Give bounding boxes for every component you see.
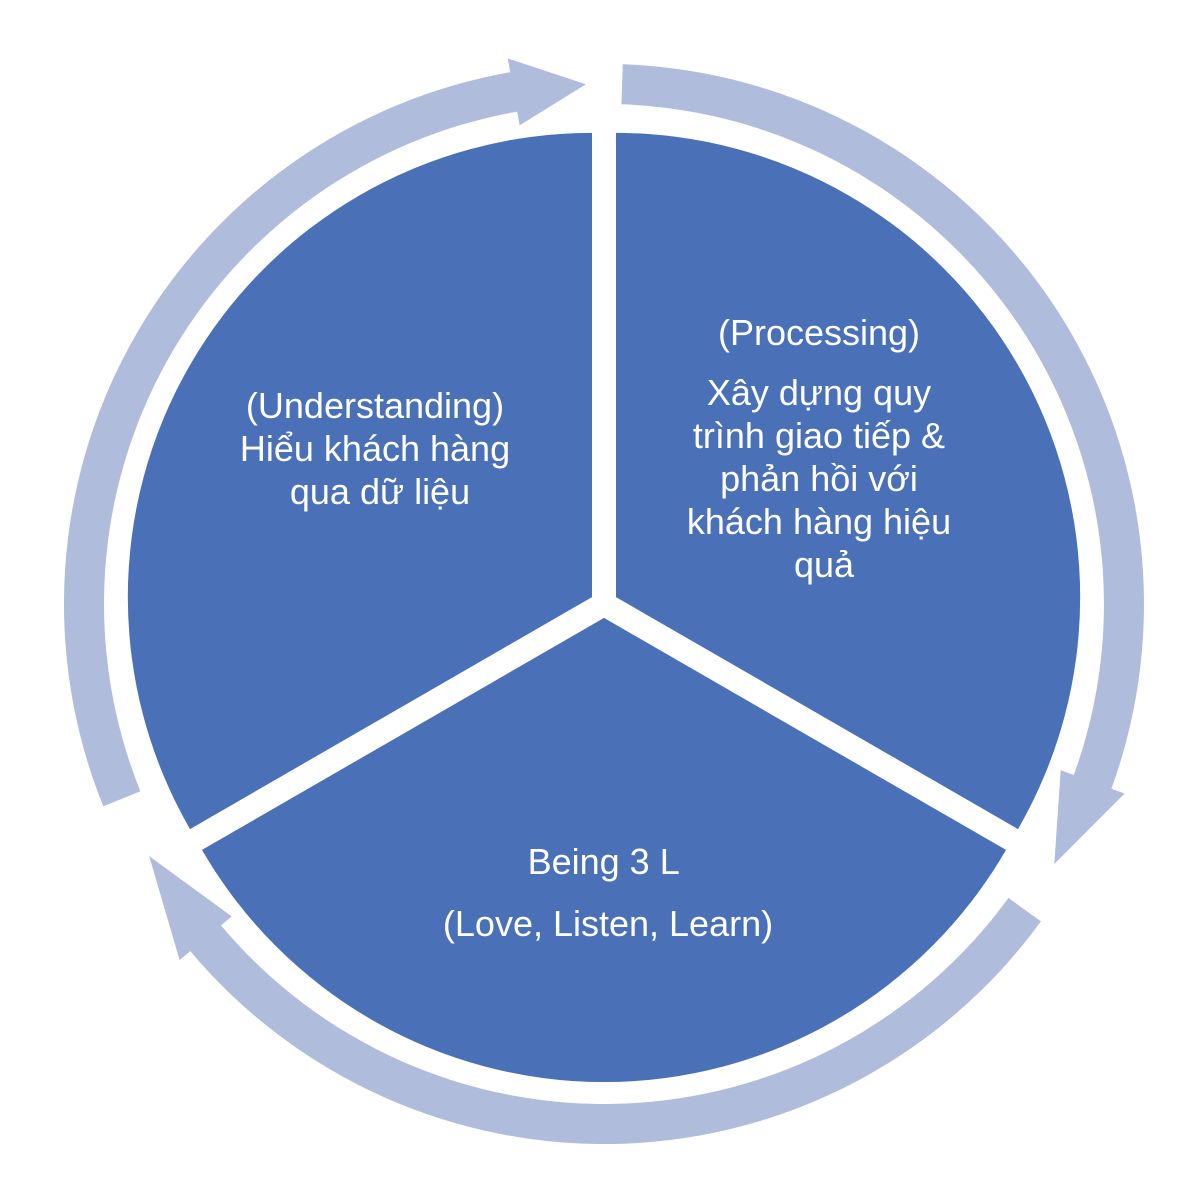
segment-processing xyxy=(616,132,1081,830)
segment-processing-line: trình giao tiếp & xyxy=(693,415,945,456)
segment-understanding-line: Hiểu khách hàng xyxy=(240,428,510,469)
segment-understanding-label: (Understanding) Hiểu khách hàng qua dữ l… xyxy=(240,385,520,512)
segment-processing-line: quả xyxy=(794,544,855,585)
segment-understanding xyxy=(127,132,593,830)
segment-processing-label: (Processing) Xây dựng quy trình giao tiế… xyxy=(687,312,961,585)
segment-processing-line: khách hàng hiệu xyxy=(687,501,951,542)
segment-processing-line: phản hồi với xyxy=(720,458,918,499)
cycle-arrow-being-to-understanding xyxy=(149,856,1041,1145)
segment-processing-line: (Processing) xyxy=(718,312,920,353)
segment-being-3l-label: Being 3 L (Love, Listen, Learn) xyxy=(443,841,773,944)
cycle-arrow-processing-to-being xyxy=(621,64,1144,865)
cycle-arrow-understanding-to-processing xyxy=(63,58,586,807)
segment-being-3l-line: (Love, Listen, Learn) xyxy=(443,903,773,944)
segment-understanding-line: (Understanding) xyxy=(246,385,504,426)
segment-being-3l xyxy=(202,617,1006,1083)
segment-being-3l-line: Being 3 L xyxy=(528,841,679,882)
segment-processing-line: Xây dựng quy xyxy=(707,372,931,413)
cycle-segments xyxy=(127,132,1081,1083)
segment-understanding-line: qua dữ liệu xyxy=(290,471,470,512)
cycle-arrows xyxy=(63,58,1144,1145)
